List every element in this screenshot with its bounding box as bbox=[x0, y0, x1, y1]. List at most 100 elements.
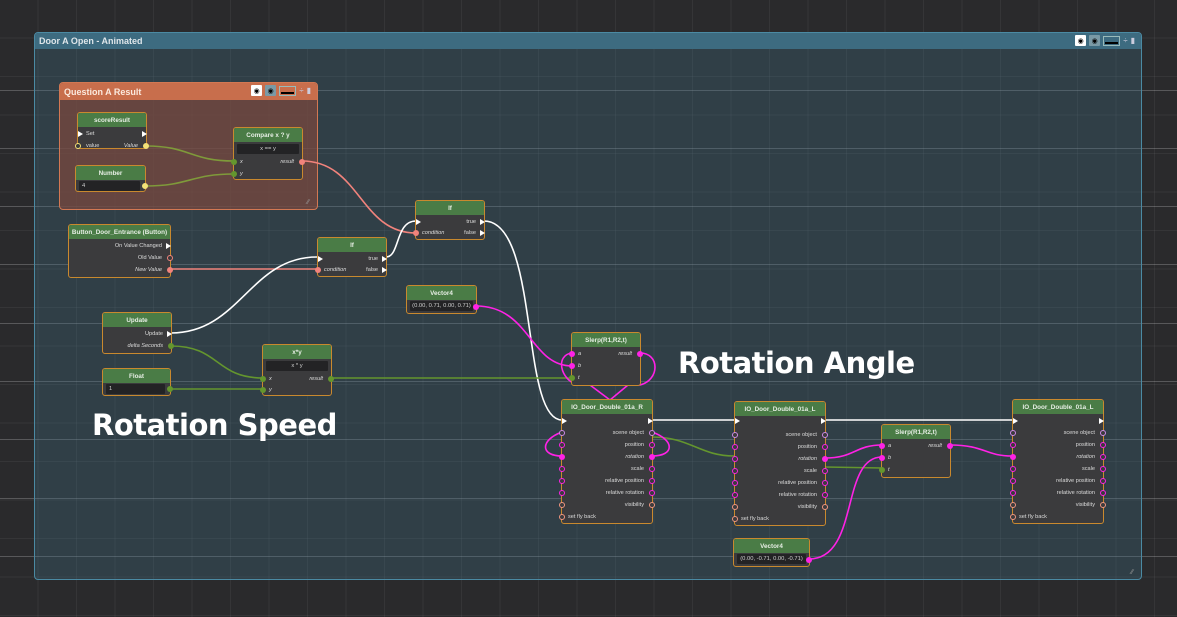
node-score-result[interactable]: scoreResult Set value Value bbox=[75, 112, 149, 149]
value-out-port[interactable] bbox=[143, 143, 149, 149]
subgroup-header[interactable]: Question A Result ◉ ◉ ÷ ▮ bbox=[60, 83, 317, 100]
node-slerp-open[interactable]: Slerp(R1,R2,t) a b t result bbox=[569, 332, 643, 386]
node-update[interactable]: Update Update delta Seconds bbox=[102, 312, 174, 354]
lock-icon[interactable]: ◉ bbox=[265, 85, 277, 96]
node-door-r[interactable]: IO_Door_Double_01a_R set fly back scene … bbox=[559, 399, 655, 524]
node-if-upper[interactable]: If true condition false bbox=[413, 200, 485, 240]
number-value-field[interactable]: 4 bbox=[79, 181, 140, 191]
eye-icon[interactable]: ◉ bbox=[251, 85, 263, 96]
old-value-port[interactable] bbox=[167, 255, 173, 261]
result-out-port[interactable] bbox=[637, 351, 643, 357]
scale-in-port[interactable] bbox=[559, 466, 565, 472]
flow-in-port[interactable] bbox=[318, 256, 323, 262]
node-float[interactable]: Float 1 bbox=[102, 368, 173, 396]
position-out-port[interactable] bbox=[1100, 442, 1106, 448]
a-in-port[interactable] bbox=[569, 351, 575, 357]
position-in-port[interactable] bbox=[1010, 442, 1016, 448]
condition-in-port[interactable] bbox=[315, 267, 321, 273]
relative-position-out-port[interactable] bbox=[1100, 478, 1106, 484]
result-out-port[interactable] bbox=[328, 376, 334, 382]
rotation-out-port[interactable] bbox=[1100, 454, 1106, 460]
visibility-in-port[interactable] bbox=[732, 504, 738, 510]
relative-position-out-port[interactable] bbox=[649, 478, 655, 484]
graph-group-header[interactable]: Door A Open - Animated ◉ ◉ ÷ ▮ bbox=[35, 33, 1141, 49]
float-out-port[interactable] bbox=[167, 386, 173, 392]
flow-in-port[interactable] bbox=[1013, 418, 1018, 424]
node-if-lower[interactable]: If true condition false bbox=[315, 237, 387, 277]
collapse-icon[interactable]: ÷ bbox=[299, 86, 304, 95]
flow-in-port[interactable] bbox=[416, 219, 421, 225]
scene-object-in-port[interactable] bbox=[1010, 430, 1016, 436]
visibility-out-port[interactable] bbox=[822, 504, 828, 510]
result-out-port[interactable] bbox=[299, 159, 305, 165]
node-vector4-open[interactable]: Vector4 (0.00, 0.71, 0.00, 0.71) bbox=[406, 285, 479, 314]
b-in-port[interactable] bbox=[879, 455, 885, 461]
relative-rotation-in-port[interactable] bbox=[1010, 490, 1016, 496]
position-out-port[interactable] bbox=[649, 442, 655, 448]
scene-object-out-port[interactable] bbox=[649, 430, 655, 436]
relative-position-out-port[interactable] bbox=[822, 480, 828, 486]
set-fly-back-port[interactable] bbox=[732, 516, 738, 522]
multiply-operator-select[interactable]: x * y bbox=[266, 361, 328, 371]
visibility-out-port[interactable] bbox=[1100, 502, 1106, 508]
flow-in-port[interactable] bbox=[78, 131, 83, 137]
position-out-port[interactable] bbox=[822, 444, 828, 450]
relative-rotation-in-port[interactable] bbox=[732, 492, 738, 498]
condition-in-port[interactable] bbox=[413, 230, 419, 236]
flow-out-port[interactable] bbox=[648, 418, 653, 424]
flow-out-port[interactable] bbox=[166, 243, 171, 249]
color-swatch[interactable] bbox=[279, 85, 297, 96]
flow-out-port[interactable] bbox=[142, 131, 147, 137]
scene-object-out-port[interactable] bbox=[822, 432, 828, 438]
scale-out-port[interactable] bbox=[649, 466, 655, 472]
relative-position-in-port[interactable] bbox=[1010, 478, 1016, 484]
delta-seconds-port[interactable] bbox=[168, 343, 174, 349]
position-in-port[interactable] bbox=[559, 442, 565, 448]
rotation-in-port[interactable] bbox=[1010, 454, 1016, 460]
x-in-port[interactable] bbox=[260, 376, 266, 382]
color-swatch[interactable] bbox=[1103, 35, 1121, 46]
resize-handle-icon[interactable]: ∕∕ bbox=[307, 199, 310, 206]
y-in-port[interactable] bbox=[231, 171, 237, 177]
node-vector4-closed[interactable]: Vector4 (0.00, -0.71, 0.00, -0.71) bbox=[733, 538, 812, 567]
vector4-value-field[interactable]: (0.00, 0.71, 0.00, 0.71) bbox=[410, 301, 473, 311]
x-in-port[interactable] bbox=[231, 159, 237, 165]
b-in-port[interactable] bbox=[569, 363, 575, 369]
new-value-port[interactable] bbox=[167, 267, 173, 273]
visibility-out-port[interactable] bbox=[649, 502, 655, 508]
scale-in-port[interactable] bbox=[732, 468, 738, 474]
pin-icon[interactable]: ▮ bbox=[306, 86, 311, 95]
scene-object-in-port[interactable] bbox=[559, 430, 565, 436]
node-number[interactable]: Number 4 bbox=[75, 165, 148, 192]
result-out-port[interactable] bbox=[947, 443, 953, 449]
set-fly-back-port[interactable] bbox=[1010, 514, 1016, 520]
resize-handle-icon[interactable]: ∕∕ bbox=[1131, 569, 1134, 576]
rotation-in-port[interactable] bbox=[732, 456, 738, 462]
number-out-port[interactable] bbox=[142, 183, 148, 189]
flow-in-port[interactable] bbox=[562, 418, 567, 424]
node-button-entrance[interactable]: Button_Door_Entrance (Button) On Value C… bbox=[68, 224, 173, 278]
a-in-port[interactable] bbox=[879, 443, 885, 449]
update-flow-out-port[interactable] bbox=[167, 331, 172, 337]
false-out-port[interactable] bbox=[480, 230, 485, 236]
vector4-out-port[interactable] bbox=[473, 304, 479, 310]
relative-position-in-port[interactable] bbox=[559, 478, 565, 484]
rotation-out-port[interactable] bbox=[649, 454, 655, 460]
relative-rotation-out-port[interactable] bbox=[1100, 490, 1106, 496]
node-door-l-right[interactable]: IO_Door_Double_01a_L set fly back scene … bbox=[1010, 399, 1106, 524]
node-multiply[interactable]: x*y x * y x y result bbox=[260, 344, 334, 396]
scale-in-port[interactable] bbox=[1010, 466, 1016, 472]
scene-object-in-port[interactable] bbox=[732, 432, 738, 438]
eye-icon[interactable]: ◉ bbox=[1075, 35, 1087, 46]
float-value-field[interactable]: 1 bbox=[106, 384, 165, 394]
relative-rotation-in-port[interactable] bbox=[559, 490, 565, 496]
true-out-port[interactable] bbox=[480, 219, 485, 225]
flow-out-port[interactable] bbox=[821, 418, 826, 424]
node-compare[interactable]: Compare x ? y x == y x y result bbox=[231, 127, 305, 180]
pin-icon[interactable]: ▮ bbox=[1130, 36, 1135, 45]
node-door-l-middle[interactable]: IO_Door_Double_01a_L set fly back scene … bbox=[732, 401, 828, 526]
scale-out-port[interactable] bbox=[822, 468, 828, 474]
compare-operator-select[interactable]: x == y bbox=[237, 144, 299, 154]
vector4-out-port[interactable] bbox=[806, 557, 812, 563]
scale-out-port[interactable] bbox=[1100, 466, 1106, 472]
